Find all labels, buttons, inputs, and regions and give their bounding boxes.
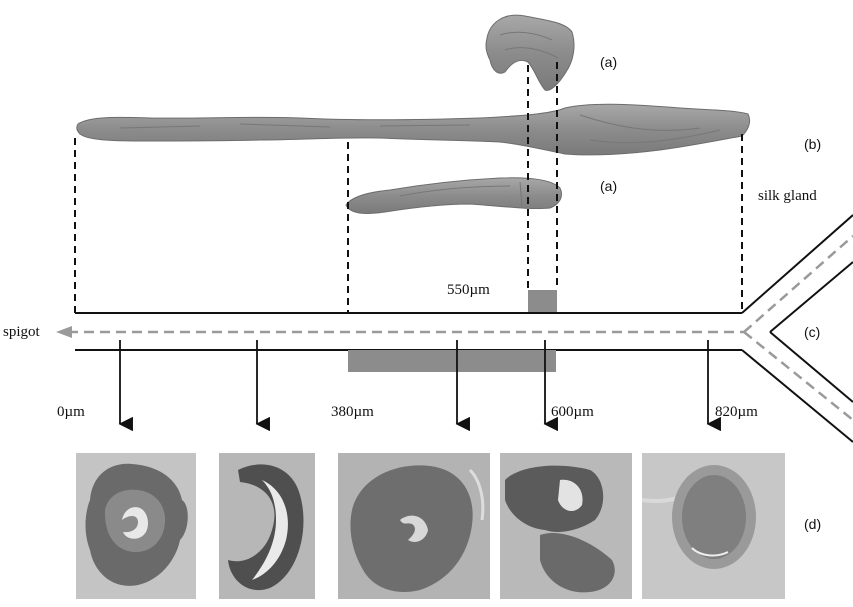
silk-path <box>68 236 853 420</box>
section-image-crescent <box>219 453 315 599</box>
label-b: (b) <box>804 136 821 152</box>
section-image-600um <box>500 453 632 599</box>
label-550um: 550µm <box>447 282 490 299</box>
section-image-820um <box>642 453 785 599</box>
label-silk-gland: silk gland <box>758 188 817 205</box>
silk-path-branch-up <box>744 236 853 332</box>
gland-fragment-a-mid <box>346 178 562 214</box>
label-spigot: spigot <box>3 324 40 341</box>
silk-path-branch-down <box>744 332 853 420</box>
label-c: (c) <box>804 324 820 340</box>
label-600um: 600µm <box>551 404 594 421</box>
marker-550um <box>528 290 557 313</box>
marker-380-600um <box>348 350 556 372</box>
spigot-arrowhead <box>56 326 72 338</box>
label-380um: 380µm <box>331 404 374 421</box>
gland-full-b <box>77 104 750 155</box>
gland-lower-wall-outer <box>742 350 853 442</box>
gland-lower-wall-inner <box>770 332 853 402</box>
gland-upper-wall-outer <box>742 215 853 313</box>
section-image-0um <box>76 453 196 599</box>
label-a-mid: (a) <box>600 178 617 194</box>
label-d: (d) <box>804 516 821 532</box>
label-820um: 820µm <box>715 404 758 421</box>
section-image-380um <box>338 453 490 599</box>
label-0um: 0µm <box>57 404 85 421</box>
label-a-top: (a) <box>600 54 617 70</box>
gland-fragment-a-top <box>486 15 574 90</box>
